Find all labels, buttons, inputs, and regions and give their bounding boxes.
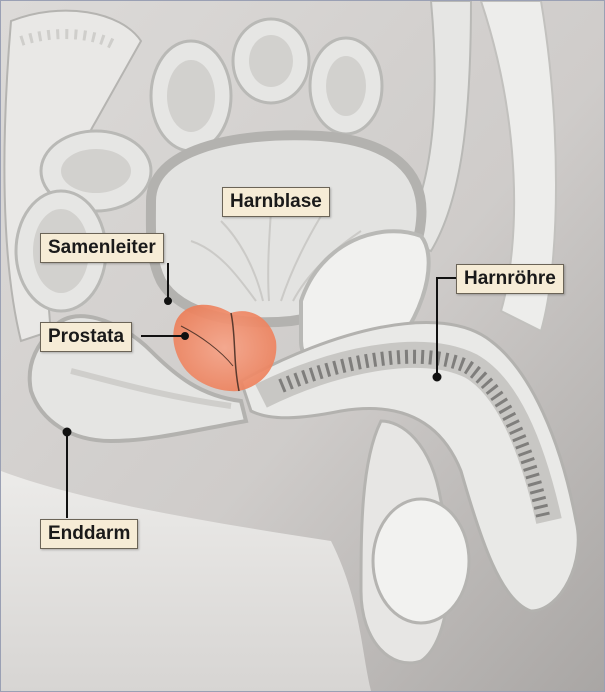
label-harnroehre: Harnröhre [456,264,564,294]
label-enddarm: Enddarm [40,519,138,549]
leader-dot-prostata [182,333,188,339]
label-prostata: Prostata [40,322,132,352]
label-harnblase: Harnblase [222,187,330,217]
leader-dot-harnroehre [434,374,441,381]
testicle [373,499,469,623]
leader-dot-enddarm [64,429,71,436]
label-samenleiter: Samenleiter [40,233,164,263]
leader-dot-samenleiter [165,298,171,304]
